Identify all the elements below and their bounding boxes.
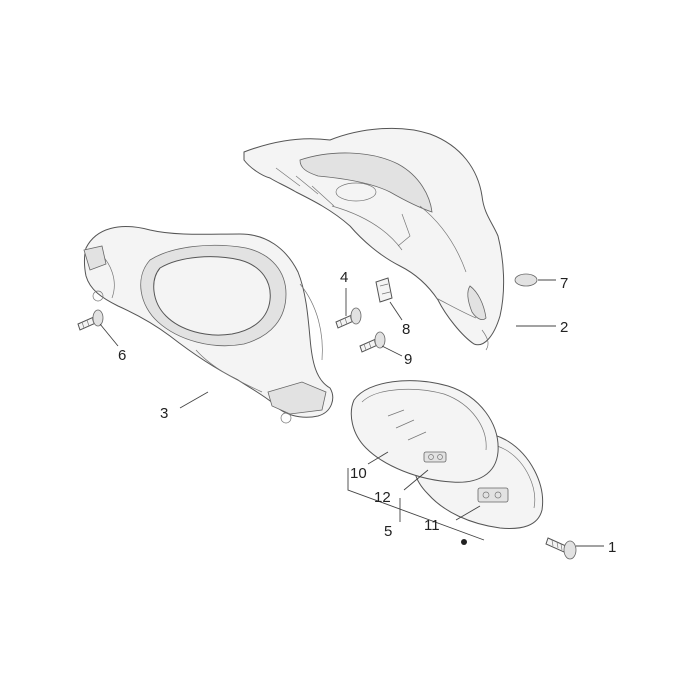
callout-7: 7 <box>560 275 568 292</box>
callout-12: 12 <box>374 489 391 506</box>
callout-10: 10 <box>350 465 367 482</box>
part-9-screw <box>359 331 386 353</box>
callout-2: 2 <box>560 319 568 336</box>
part-8-clip <box>375 277 393 303</box>
part-3-front-handlebar-cover <box>83 226 334 424</box>
part-2-rear-handlebar-cover <box>243 127 505 351</box>
part-4-screw <box>335 307 362 329</box>
callout-3: 3 <box>160 405 168 422</box>
leader-lines <box>99 279 604 547</box>
callout-9: 9 <box>404 351 412 368</box>
part-7-cap <box>514 273 538 287</box>
dot-marker <box>461 539 467 545</box>
callout-1: 1 <box>608 539 616 556</box>
callout-labels: 1 2 3 4 5 6 7 8 9 10 11 12 <box>118 269 616 556</box>
callout-6: 6 <box>118 347 126 364</box>
callout-4: 4 <box>340 269 348 286</box>
part-10-speedometer <box>350 380 499 483</box>
callout-8: 8 <box>402 321 410 338</box>
callout-11: 11 <box>424 517 440 534</box>
callout-5: 5 <box>384 523 392 540</box>
part-1-screw <box>545 537 577 560</box>
part-6-screw <box>77 309 104 331</box>
